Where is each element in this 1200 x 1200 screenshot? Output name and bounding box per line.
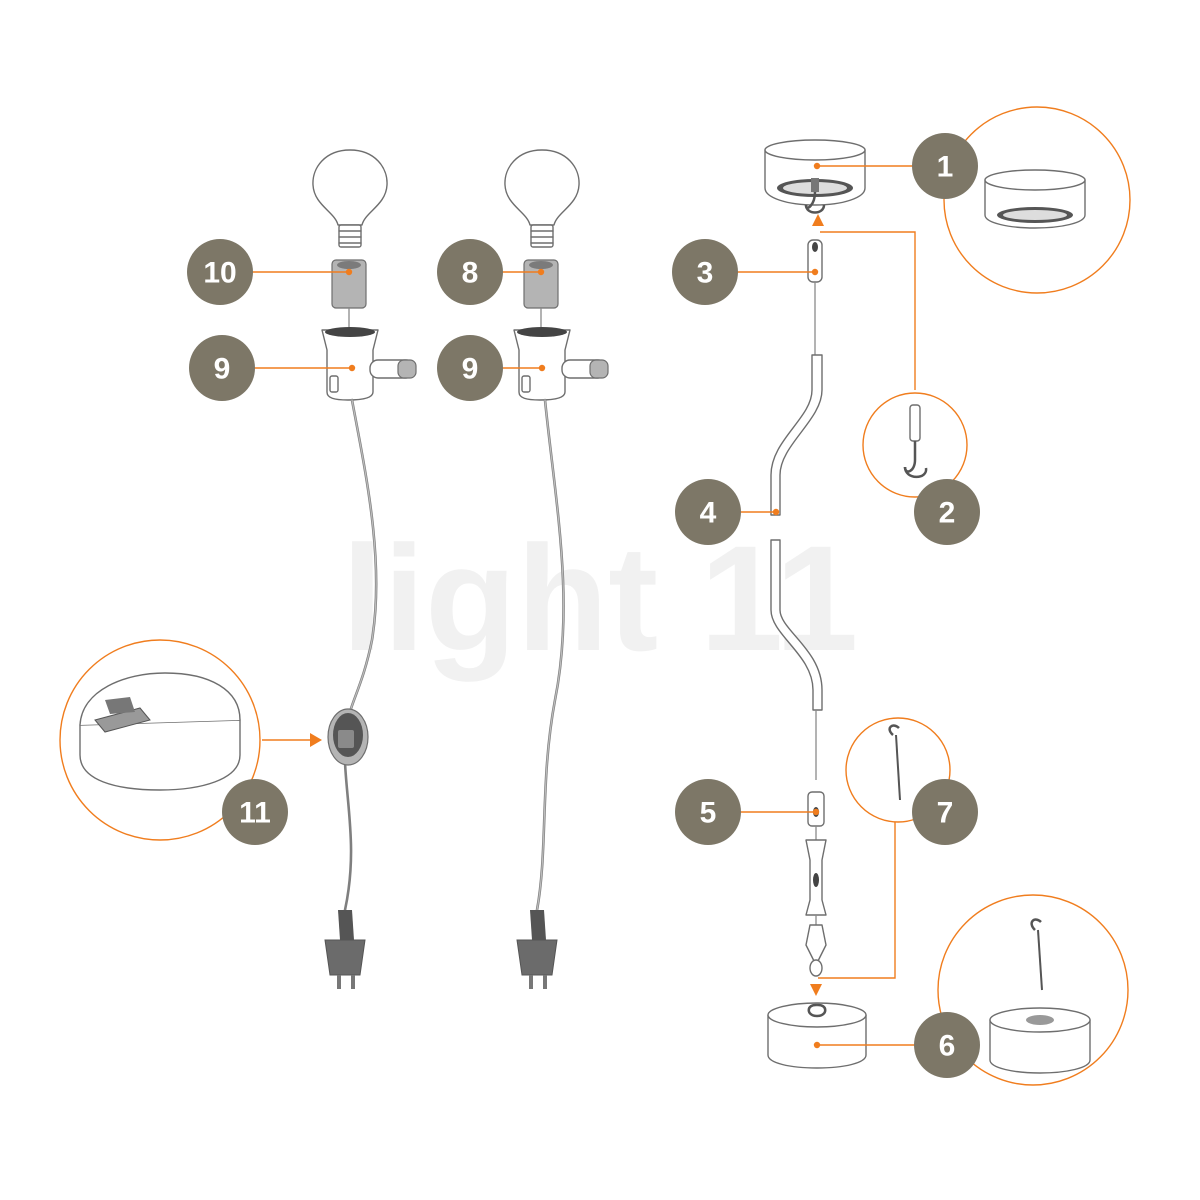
lamp-with-switch <box>312 149 417 989</box>
svg-text:9: 9 <box>462 353 479 386</box>
plug-left <box>324 910 366 989</box>
callout-3: 3 <box>672 239 738 305</box>
svg-text:4: 4 <box>700 497 717 530</box>
watermark-logo: light 11 <box>342 514 859 682</box>
callout-4: 4 <box>675 479 741 545</box>
svg-text:3: 3 <box>697 257 714 290</box>
callout-10: 10 <box>187 239 253 305</box>
cord-connector-left <box>321 327 417 401</box>
svg-text:10: 10 <box>203 257 236 290</box>
suspension-tube <box>770 354 823 780</box>
svg-text:8: 8 <box>462 257 479 290</box>
svg-text:11: 11 <box>239 797 271 830</box>
callout-2: 2 <box>914 479 980 545</box>
callout-badges: 10 9 8 9 11 1 3 2 <box>187 133 980 1078</box>
inline-switch <box>327 708 369 766</box>
cable-gripper-bottom <box>805 791 827 977</box>
plug-middle <box>516 910 558 989</box>
bulb-middle <box>504 149 580 248</box>
zoom-canopy <box>943 106 1131 294</box>
svg-text:6: 6 <box>939 1030 956 1063</box>
bulb-left <box>312 149 388 248</box>
callout-9-left: 9 <box>189 335 255 401</box>
svg-text:5: 5 <box>700 797 717 830</box>
cable-gripper-top <box>807 239 823 355</box>
callout-9-middle: 9 <box>437 335 503 401</box>
zoom-base <box>937 894 1129 1086</box>
svg-text:9: 9 <box>214 353 231 386</box>
callout-8: 8 <box>437 239 503 305</box>
callout-5: 5 <box>675 779 741 845</box>
callout-7: 7 <box>912 779 978 845</box>
callout-1: 1 <box>912 133 978 199</box>
svg-text:1: 1 <box>937 151 954 184</box>
zoom-switch <box>59 639 322 841</box>
svg-text:7: 7 <box>937 797 954 830</box>
cord-connector-middle <box>513 327 609 401</box>
zoom-hook <box>862 392 968 498</box>
ceiling-canopy <box>764 139 866 214</box>
counterweight-base <box>767 1002 867 1069</box>
callout-11: 11 <box>222 779 288 845</box>
callout-6: 6 <box>914 1012 980 1078</box>
svg-text:2: 2 <box>939 497 956 530</box>
